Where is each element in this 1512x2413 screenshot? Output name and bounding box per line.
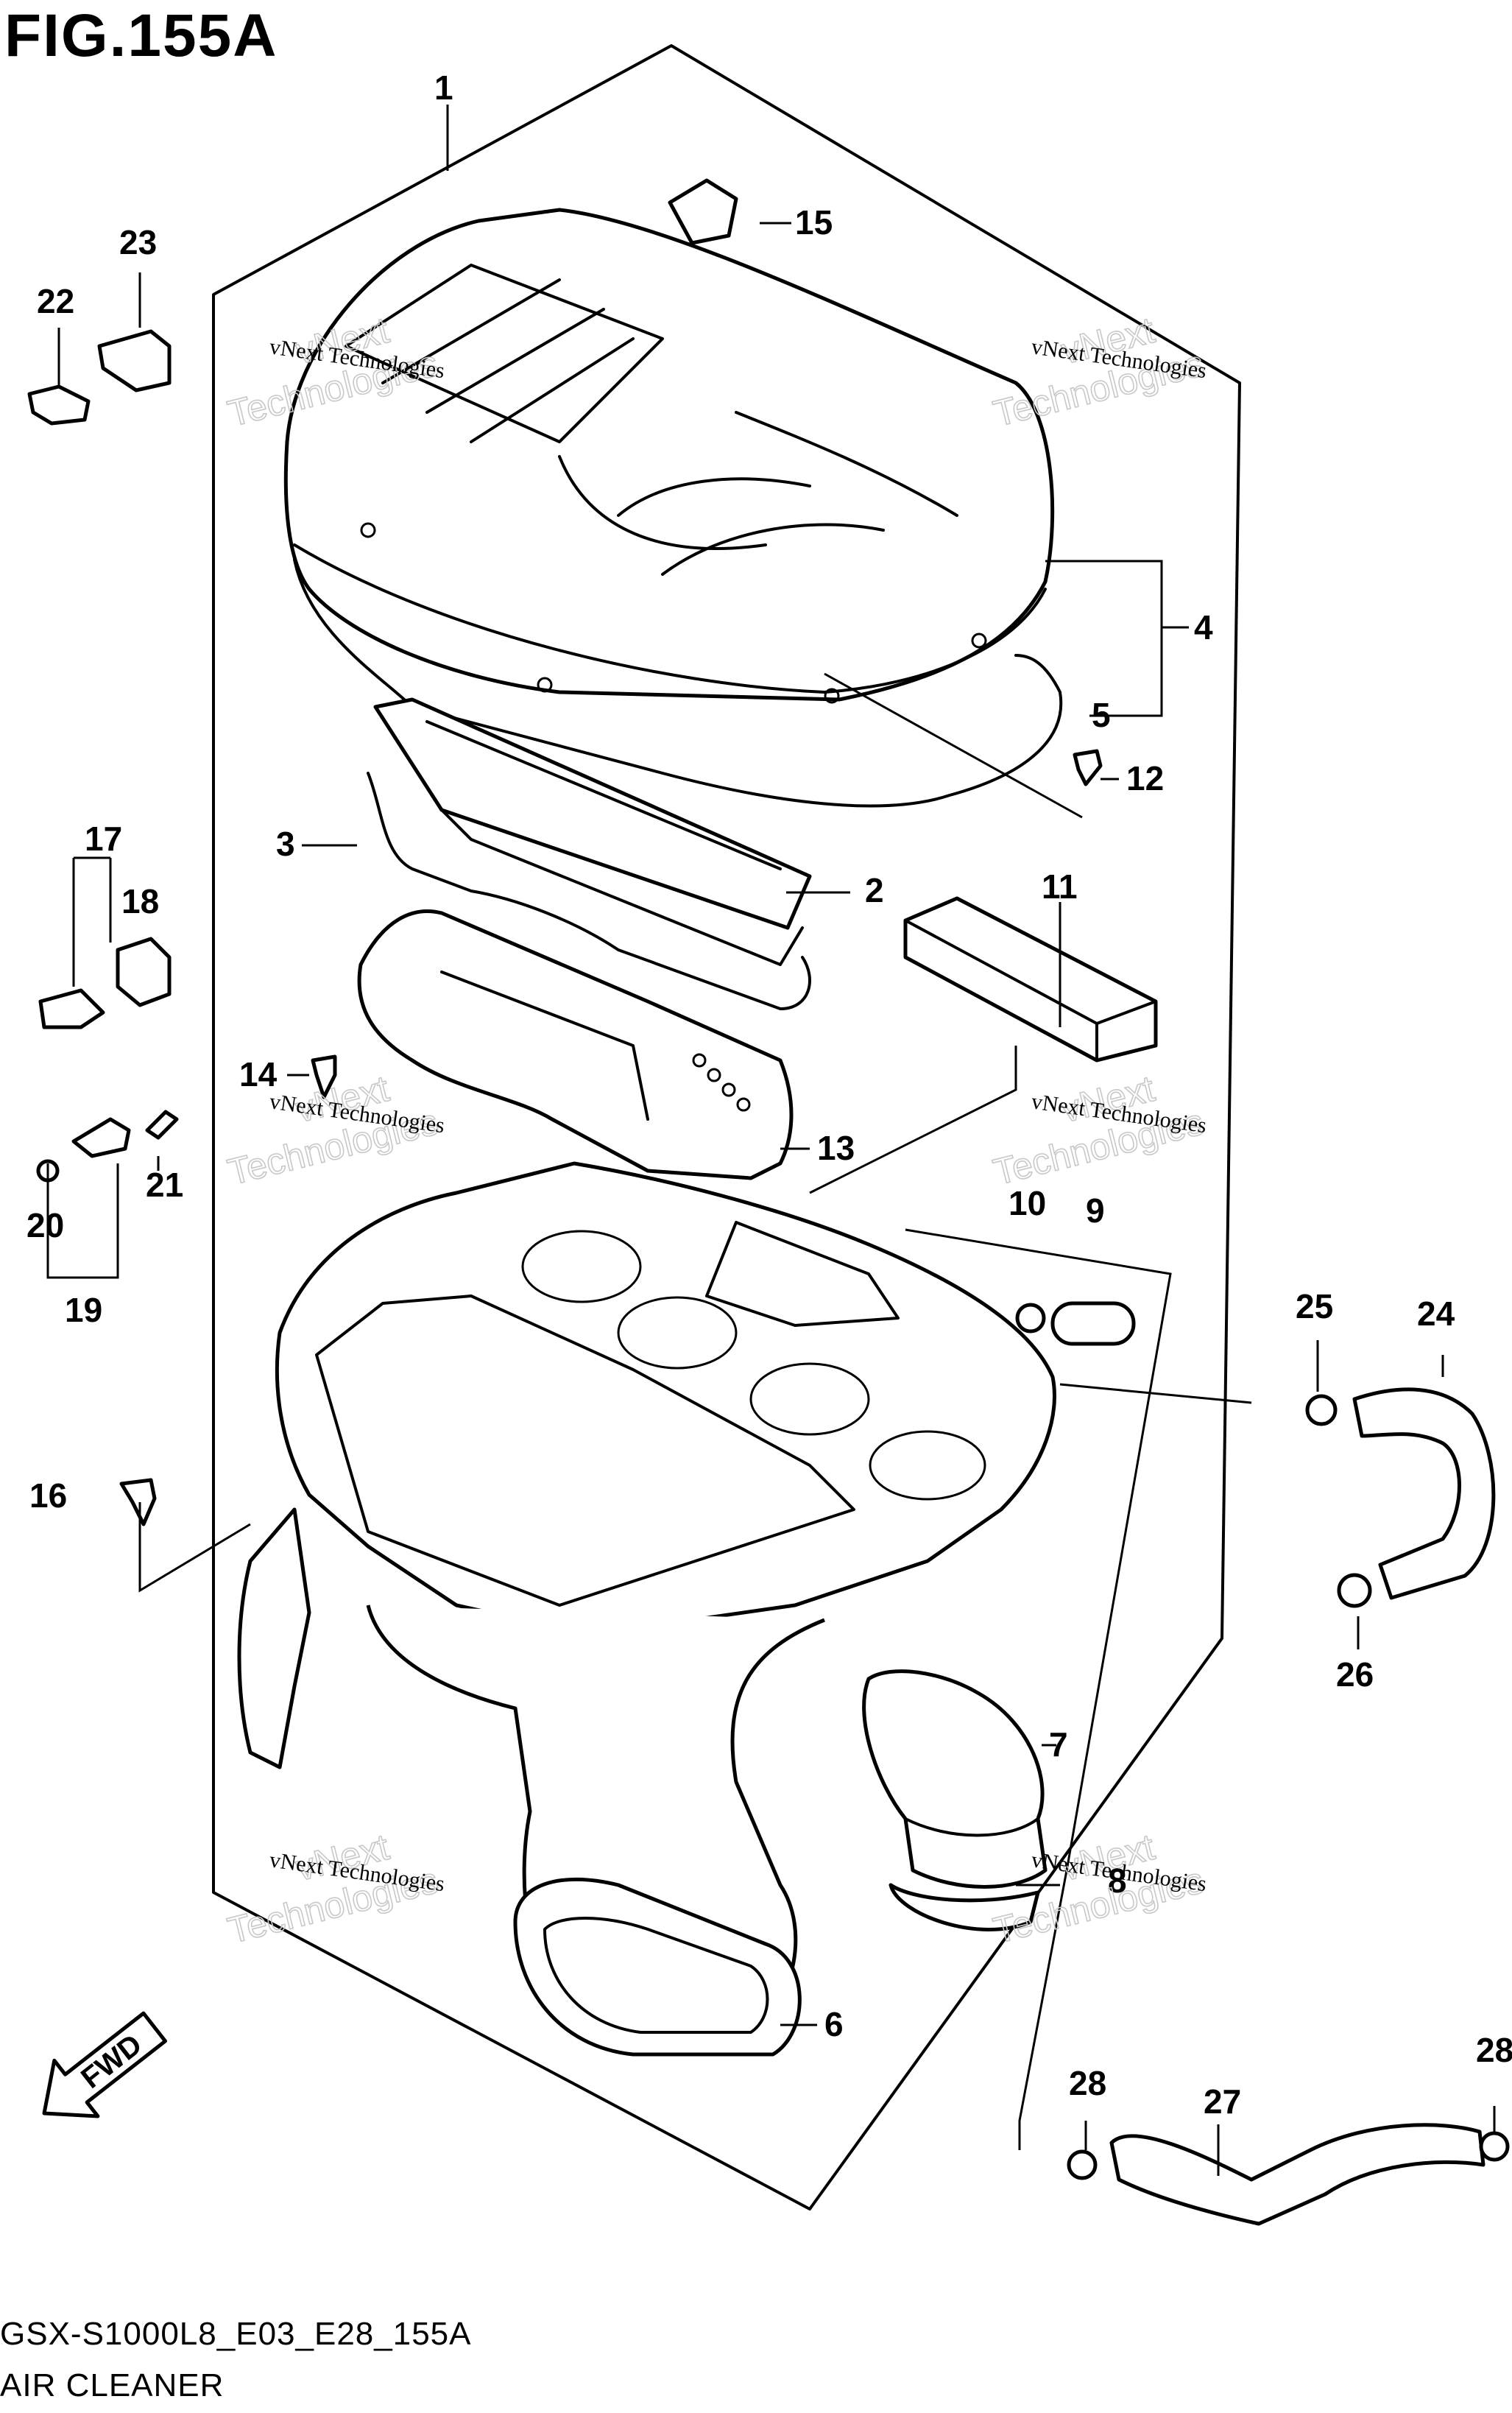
callout-10: 10 xyxy=(1008,1184,1046,1222)
cap-seal xyxy=(293,558,1063,808)
callout-8: 8 xyxy=(1108,1861,1127,1900)
callout-12: 12 xyxy=(1126,759,1164,797)
callout-1: 1 xyxy=(434,68,453,107)
hose-clip-upper xyxy=(1305,1394,1338,1426)
callout-27: 27 xyxy=(1204,2082,1241,2121)
pressure-sensor xyxy=(27,384,91,426)
callout-15: 15 xyxy=(795,203,833,242)
forward-arrow-icon: FWD xyxy=(42,2011,167,2118)
callout-18: 18 xyxy=(121,882,159,920)
callout-11: 11 xyxy=(1042,867,1078,906)
assembly-outline xyxy=(212,44,1241,2211)
air-cleaner-case xyxy=(237,1161,1056,2057)
intake-duct xyxy=(357,909,794,1180)
air-filter-element xyxy=(373,697,812,966)
callout-13: 13 xyxy=(817,1129,855,1167)
temp-sensor xyxy=(38,988,105,1029)
callout-14: 14 xyxy=(239,1055,278,1093)
breather-cap xyxy=(668,178,738,245)
callout-17: 17 xyxy=(85,820,122,858)
callout-24: 24 xyxy=(1417,1294,1455,1333)
figure-code: GSX-S1000L8_E03_E28_155A xyxy=(0,2316,472,2352)
callout-5: 5 xyxy=(1092,696,1111,734)
cap-screw xyxy=(1073,749,1103,786)
drain-pipe xyxy=(1050,1301,1136,1346)
callout-16: 16 xyxy=(29,1476,67,1515)
callout-9: 9 xyxy=(1086,1191,1105,1230)
drain-hose-clip-left xyxy=(1067,2149,1098,2180)
figure-title: FIG.155A xyxy=(4,2,278,69)
figure-caption: AIR CLEANER xyxy=(0,2367,225,2403)
callout-23: 23 xyxy=(119,223,157,261)
drain-hose xyxy=(1109,2123,1485,2226)
hose-clip-lower xyxy=(1337,1573,1372,1608)
callout-3: 3 xyxy=(276,825,295,863)
filter-seal xyxy=(367,772,811,1010)
callout-22: 22 xyxy=(37,282,74,320)
callout-28-right: 28 xyxy=(1476,2031,1512,2069)
breather-hose xyxy=(1352,1387,1496,1600)
callout-7: 7 xyxy=(1049,1725,1068,1764)
callout-21: 21 xyxy=(146,1166,183,1204)
callout-6: 6 xyxy=(824,2005,844,2043)
bracket-bolt xyxy=(119,1478,157,1526)
callout-2: 2 xyxy=(865,871,884,909)
callout-20: 20 xyxy=(27,1206,64,1244)
sensor-cover xyxy=(97,329,172,392)
air-cleaner-cap xyxy=(283,208,1055,704)
callout-26: 26 xyxy=(1336,1655,1374,1694)
leader-lines xyxy=(46,105,1496,2176)
intake-temp-sensor xyxy=(71,1117,131,1158)
temp-sensor-cover xyxy=(116,937,172,1007)
callout-28-left: 28 xyxy=(1069,2064,1106,2102)
callout-25: 25 xyxy=(1296,1287,1333,1325)
callout-4: 4 xyxy=(1194,608,1213,647)
drain-hose-clip-right xyxy=(1479,2131,1510,2162)
callout-labels: 1 2 3 4 5 6 7 8 9 10 11 12 13 14 15 16 1… xyxy=(27,68,1512,2121)
callout-19: 19 xyxy=(65,1291,102,1329)
pipe-clip xyxy=(1015,1303,1046,1334)
intake-boot xyxy=(862,1669,1048,1931)
duct-screw xyxy=(311,1054,337,1099)
sponge-block xyxy=(903,896,1158,1063)
sensor-screw xyxy=(145,1110,179,1140)
